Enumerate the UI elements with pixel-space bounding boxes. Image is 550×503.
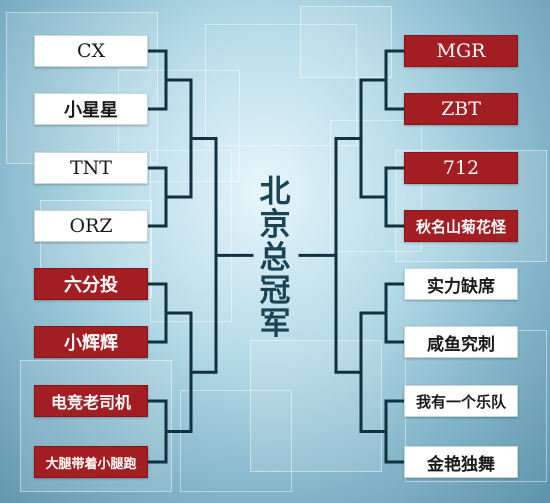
- left-team-slot: TNT: [34, 152, 148, 184]
- team-name: 我有一个乐队: [415, 392, 506, 411]
- right-team-slot: 金艳独舞: [404, 446, 518, 478]
- left-team-slot: 电竞老司机: [34, 385, 148, 417]
- bracket-connector: [164, 311, 193, 433]
- bracket-connector: [334, 137, 363, 374]
- bracket-connector: [146, 166, 168, 228]
- right-team-slot: 712: [404, 152, 518, 184]
- team-name: 实力缺席: [427, 276, 495, 297]
- left-team-slot: 大腿带着小腿跑: [34, 446, 148, 478]
- title-char: 北: [259, 174, 291, 210]
- team-name: 六分投: [64, 275, 118, 296]
- bracket-connector: [164, 78, 193, 199]
- bracket-connector: [384, 399, 406, 464]
- left-team-slot: 小辉辉: [34, 326, 148, 358]
- team-name: 金艳独舞: [427, 454, 495, 475]
- left-team-slot: 小星星: [34, 93, 148, 125]
- right-team-slot: 实力缺席: [404, 268, 518, 300]
- left-team-slot: CX: [34, 35, 148, 67]
- team-name: ORZ: [69, 215, 113, 237]
- bracket-connector: [146, 399, 168, 464]
- team-name: 电竞老司机: [50, 393, 131, 412]
- title-char: 总: [259, 240, 291, 276]
- team-name: 咸鱼究刺: [427, 334, 495, 355]
- team-name: MGR: [436, 40, 486, 62]
- bracket-connector: [146, 49, 168, 111]
- right-team-slot: 秋名山菊花怪: [404, 210, 518, 242]
- right-team-slot: ZBT: [404, 93, 518, 125]
- bracket-connector: [384, 49, 406, 111]
- team-name: 秋名山菊花怪: [415, 217, 506, 236]
- bracket-connector: [384, 166, 406, 228]
- title-char: 京: [259, 207, 291, 243]
- team-name: 小辉辉: [64, 333, 118, 354]
- team-name: ZBT: [441, 98, 481, 120]
- team-name: TNT: [70, 157, 112, 179]
- right-team-slot: MGR: [404, 35, 518, 67]
- team-name: 小星星: [64, 100, 118, 121]
- title-char: 军: [259, 306, 291, 342]
- left-team-slot: 六分投: [34, 268, 148, 300]
- title-char: 冠: [259, 273, 291, 309]
- bracket-title: 北京总冠军: [257, 176, 293, 341]
- right-team-slot: 我有一个乐队: [404, 385, 518, 417]
- team-name: 712: [442, 157, 480, 179]
- bracket-connector: [189, 137, 218, 374]
- left-team-slot: ORZ: [34, 210, 148, 242]
- bracket-connector: [384, 282, 406, 344]
- right-team-slot: 咸鱼究刺: [404, 326, 518, 358]
- bracket-connector: [359, 78, 388, 199]
- team-name: CX: [76, 40, 106, 62]
- bracket-connector: [146, 282, 168, 344]
- bracket-connector: [359, 311, 388, 433]
- team-name: 大腿带着小腿跑: [45, 456, 137, 472]
